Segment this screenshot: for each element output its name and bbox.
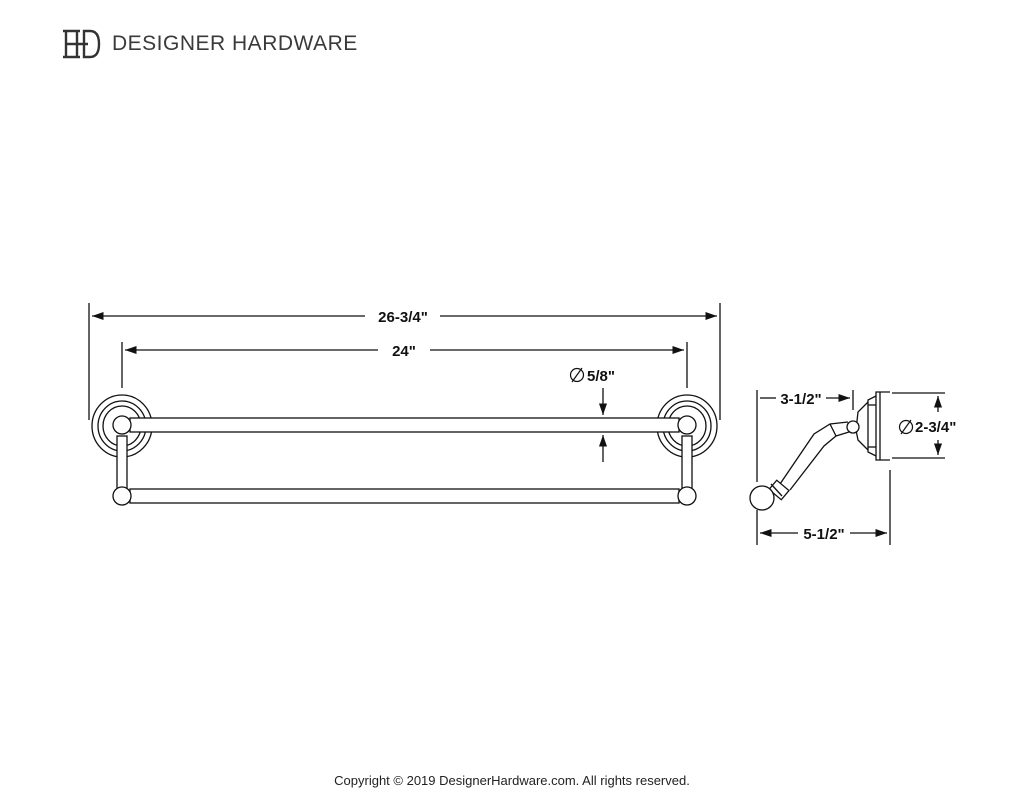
left-upper-knob bbox=[112, 415, 132, 435]
right-lower-knob bbox=[677, 486, 697, 506]
bar-diameter-label: 5/8" bbox=[587, 368, 615, 385]
left-lower-knob bbox=[112, 486, 132, 506]
designer-hardware-logo-icon bbox=[63, 29, 101, 59]
front-view bbox=[88, 303, 721, 506]
side-end-knob bbox=[749, 479, 790, 511]
right-post bbox=[681, 435, 693, 491]
upper-towel-bar bbox=[129, 417, 680, 433]
lower-towel-bar bbox=[129, 488, 680, 504]
copyright-notice: Copyright © 2019 DesignerHardware.com. A… bbox=[334, 773, 690, 788]
post-projection-dimension bbox=[756, 390, 854, 482]
right-upper-knob bbox=[677, 415, 697, 435]
total-projection-dimension bbox=[756, 470, 891, 545]
flange-diameter-label: 2-3/4" bbox=[915, 419, 956, 436]
bar-diameter-dimension bbox=[569, 367, 660, 462]
post-projection-label: 3-1/2" bbox=[780, 391, 821, 408]
brand-header: DESIGNER HARDWARE bbox=[62, 26, 358, 62]
bar-length-label: 24" bbox=[392, 343, 416, 360]
brand-name: DESIGNER HARDWARE bbox=[112, 32, 358, 55]
side-post-arm bbox=[779, 420, 860, 491]
side-wall-flange bbox=[855, 391, 890, 461]
total-projection-label: 5-1/2" bbox=[803, 526, 844, 543]
bar-length-dimension bbox=[121, 342, 688, 388]
flange-diameter-dimension bbox=[892, 392, 945, 459]
overall-width-dimension bbox=[88, 303, 721, 420]
overall-width-label: 26-3/4" bbox=[378, 309, 428, 326]
side-view bbox=[749, 390, 945, 545]
left-post bbox=[116, 435, 128, 491]
